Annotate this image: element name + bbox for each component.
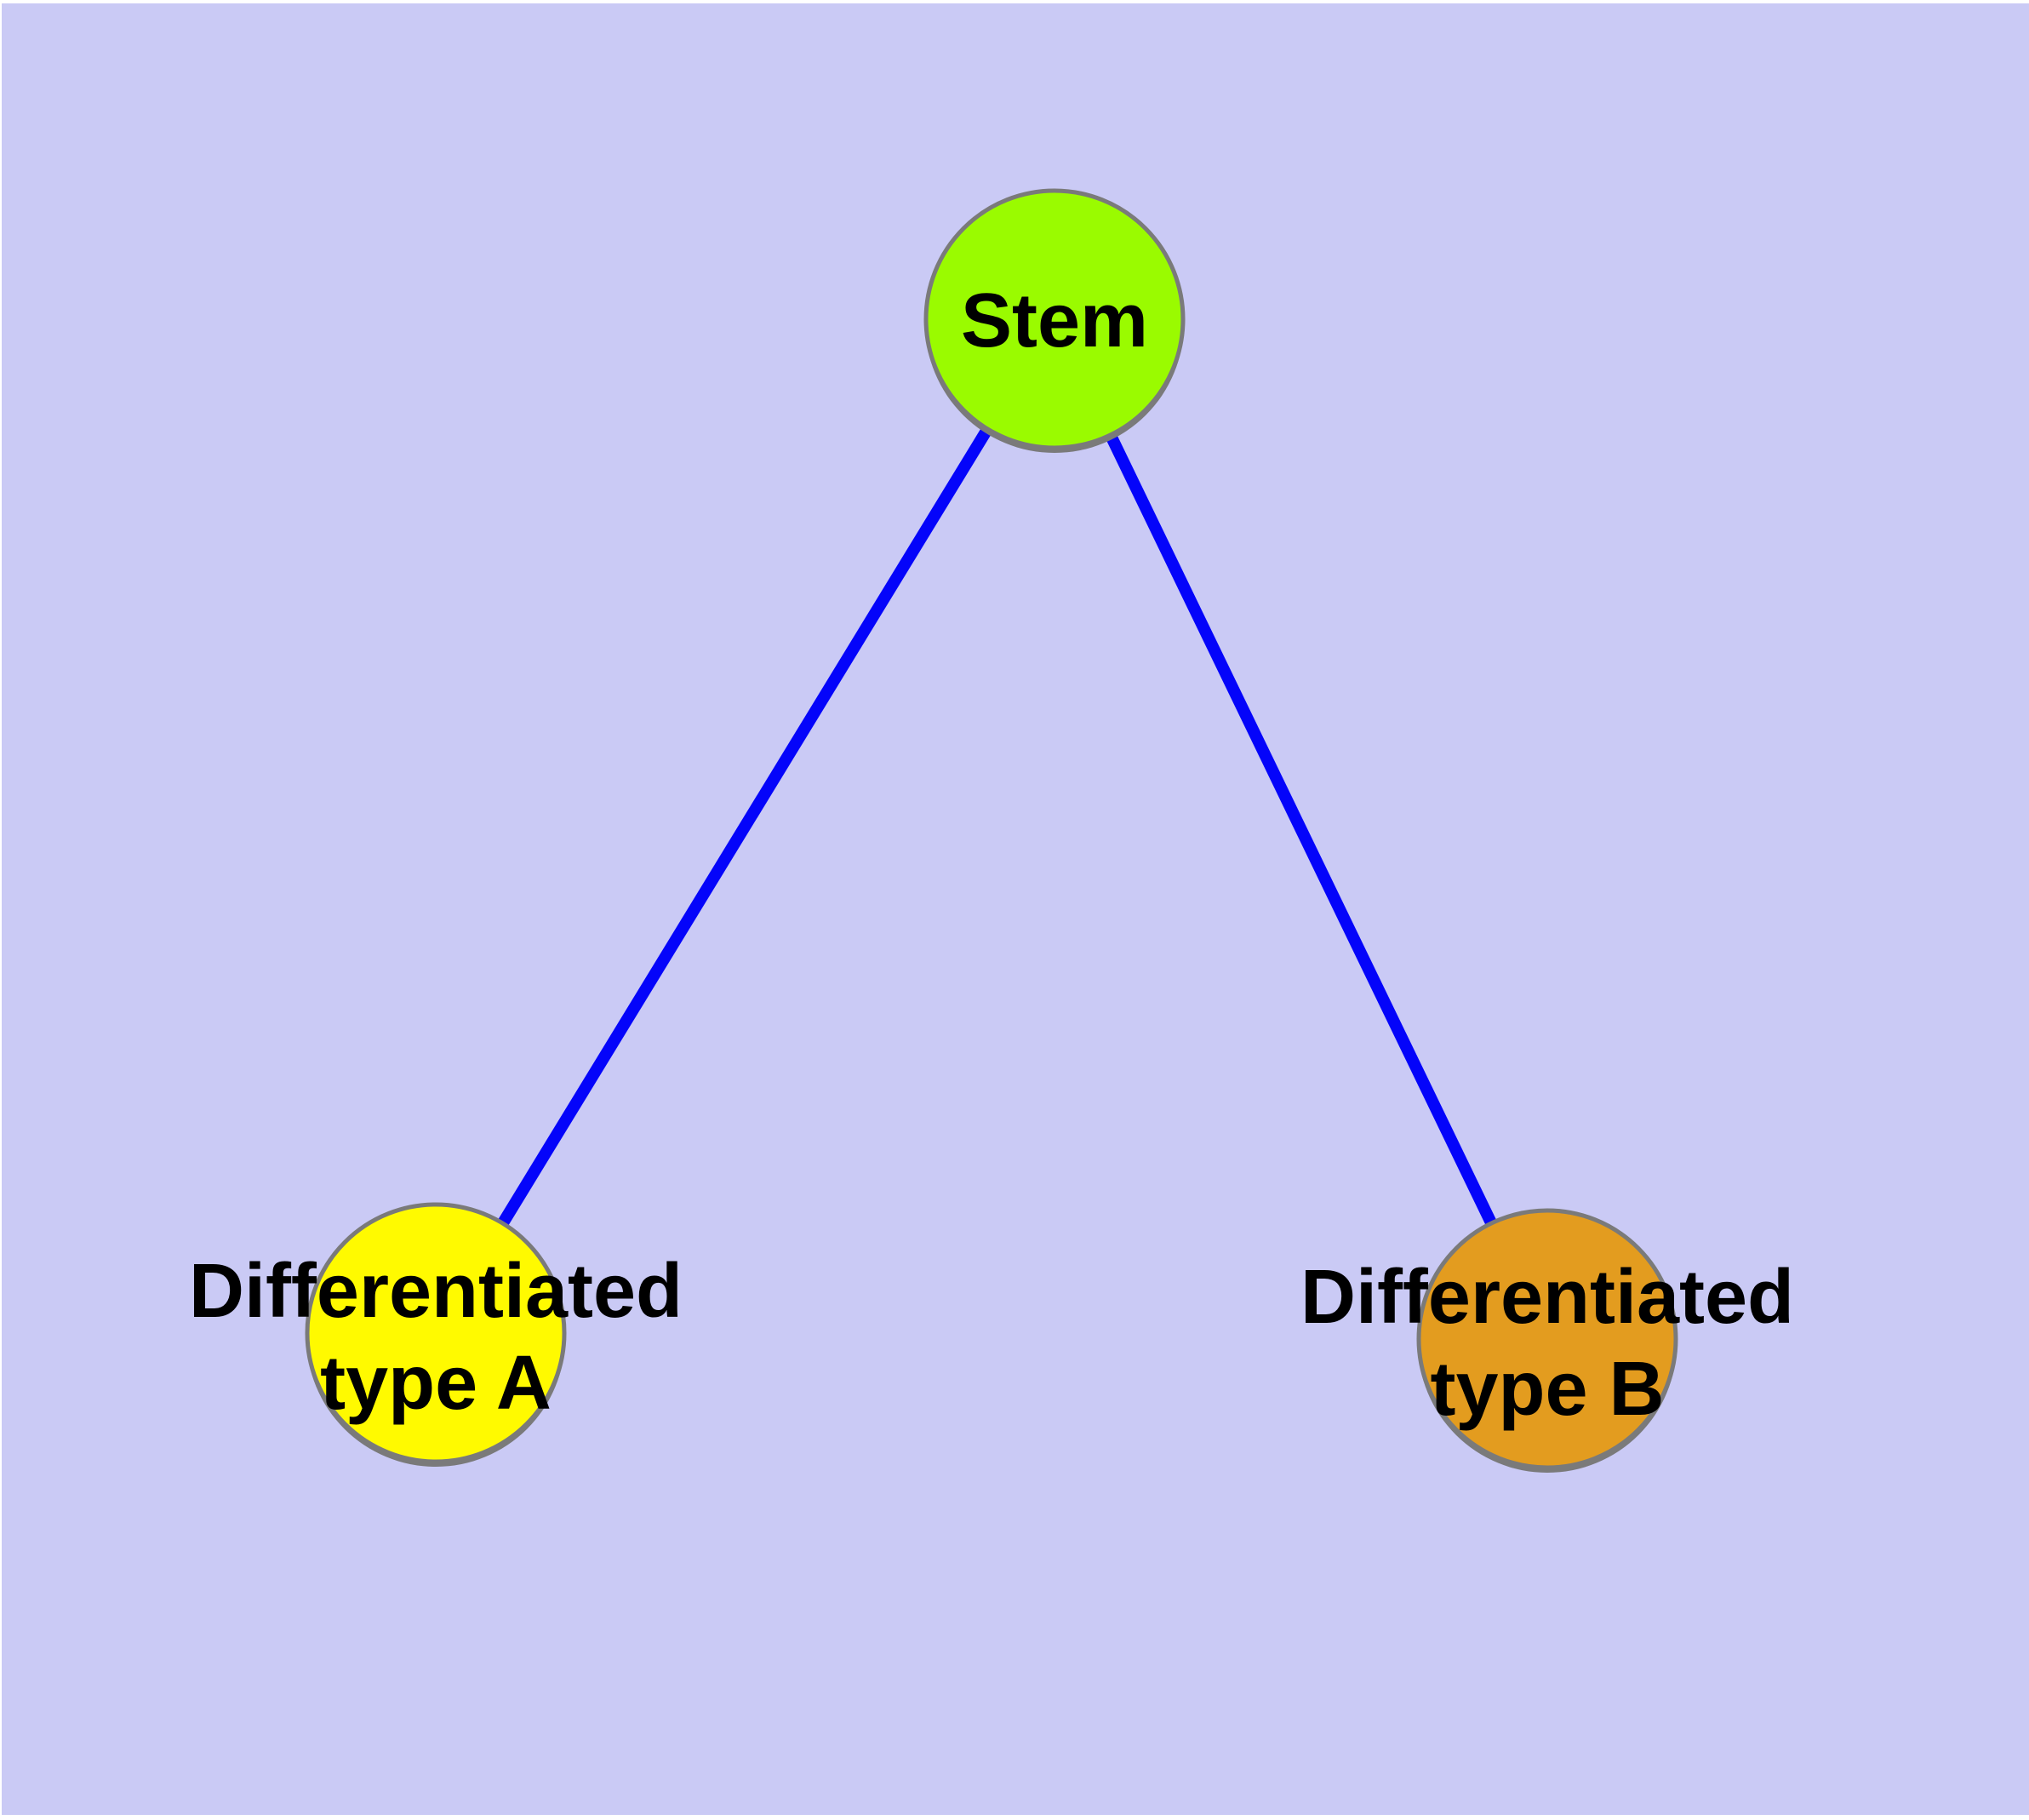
node-stem[interactable]: Stem [923,188,1186,453]
node-differentiated-type-a-label-line2: type A [320,1341,552,1426]
node-differentiated-type-b-label-line1: Differentiated [1300,1255,1794,1340]
node-differentiated-type-b[interactable]: Differentiated type B [1300,1208,1794,1473]
node-differentiated-type-a[interactable]: Differentiated type A [189,1202,683,1467]
node-stem-circle[interactable] [923,188,1186,450]
node-differentiated-type-b-label-line2: type B [1430,1347,1664,1432]
edge-stem-to-type-a[interactable] [431,316,1060,1336]
edge-stem-to-type-b[interactable] [1049,316,1553,1342]
node-differentiated-type-a-label-line1: Differentiated [189,1249,683,1334]
node-differentiated-type-a-circle[interactable] [305,1202,567,1464]
node-differentiated-type-b-circle[interactable] [1416,1208,1678,1470]
node-stem-label: Stem [961,278,1148,363]
